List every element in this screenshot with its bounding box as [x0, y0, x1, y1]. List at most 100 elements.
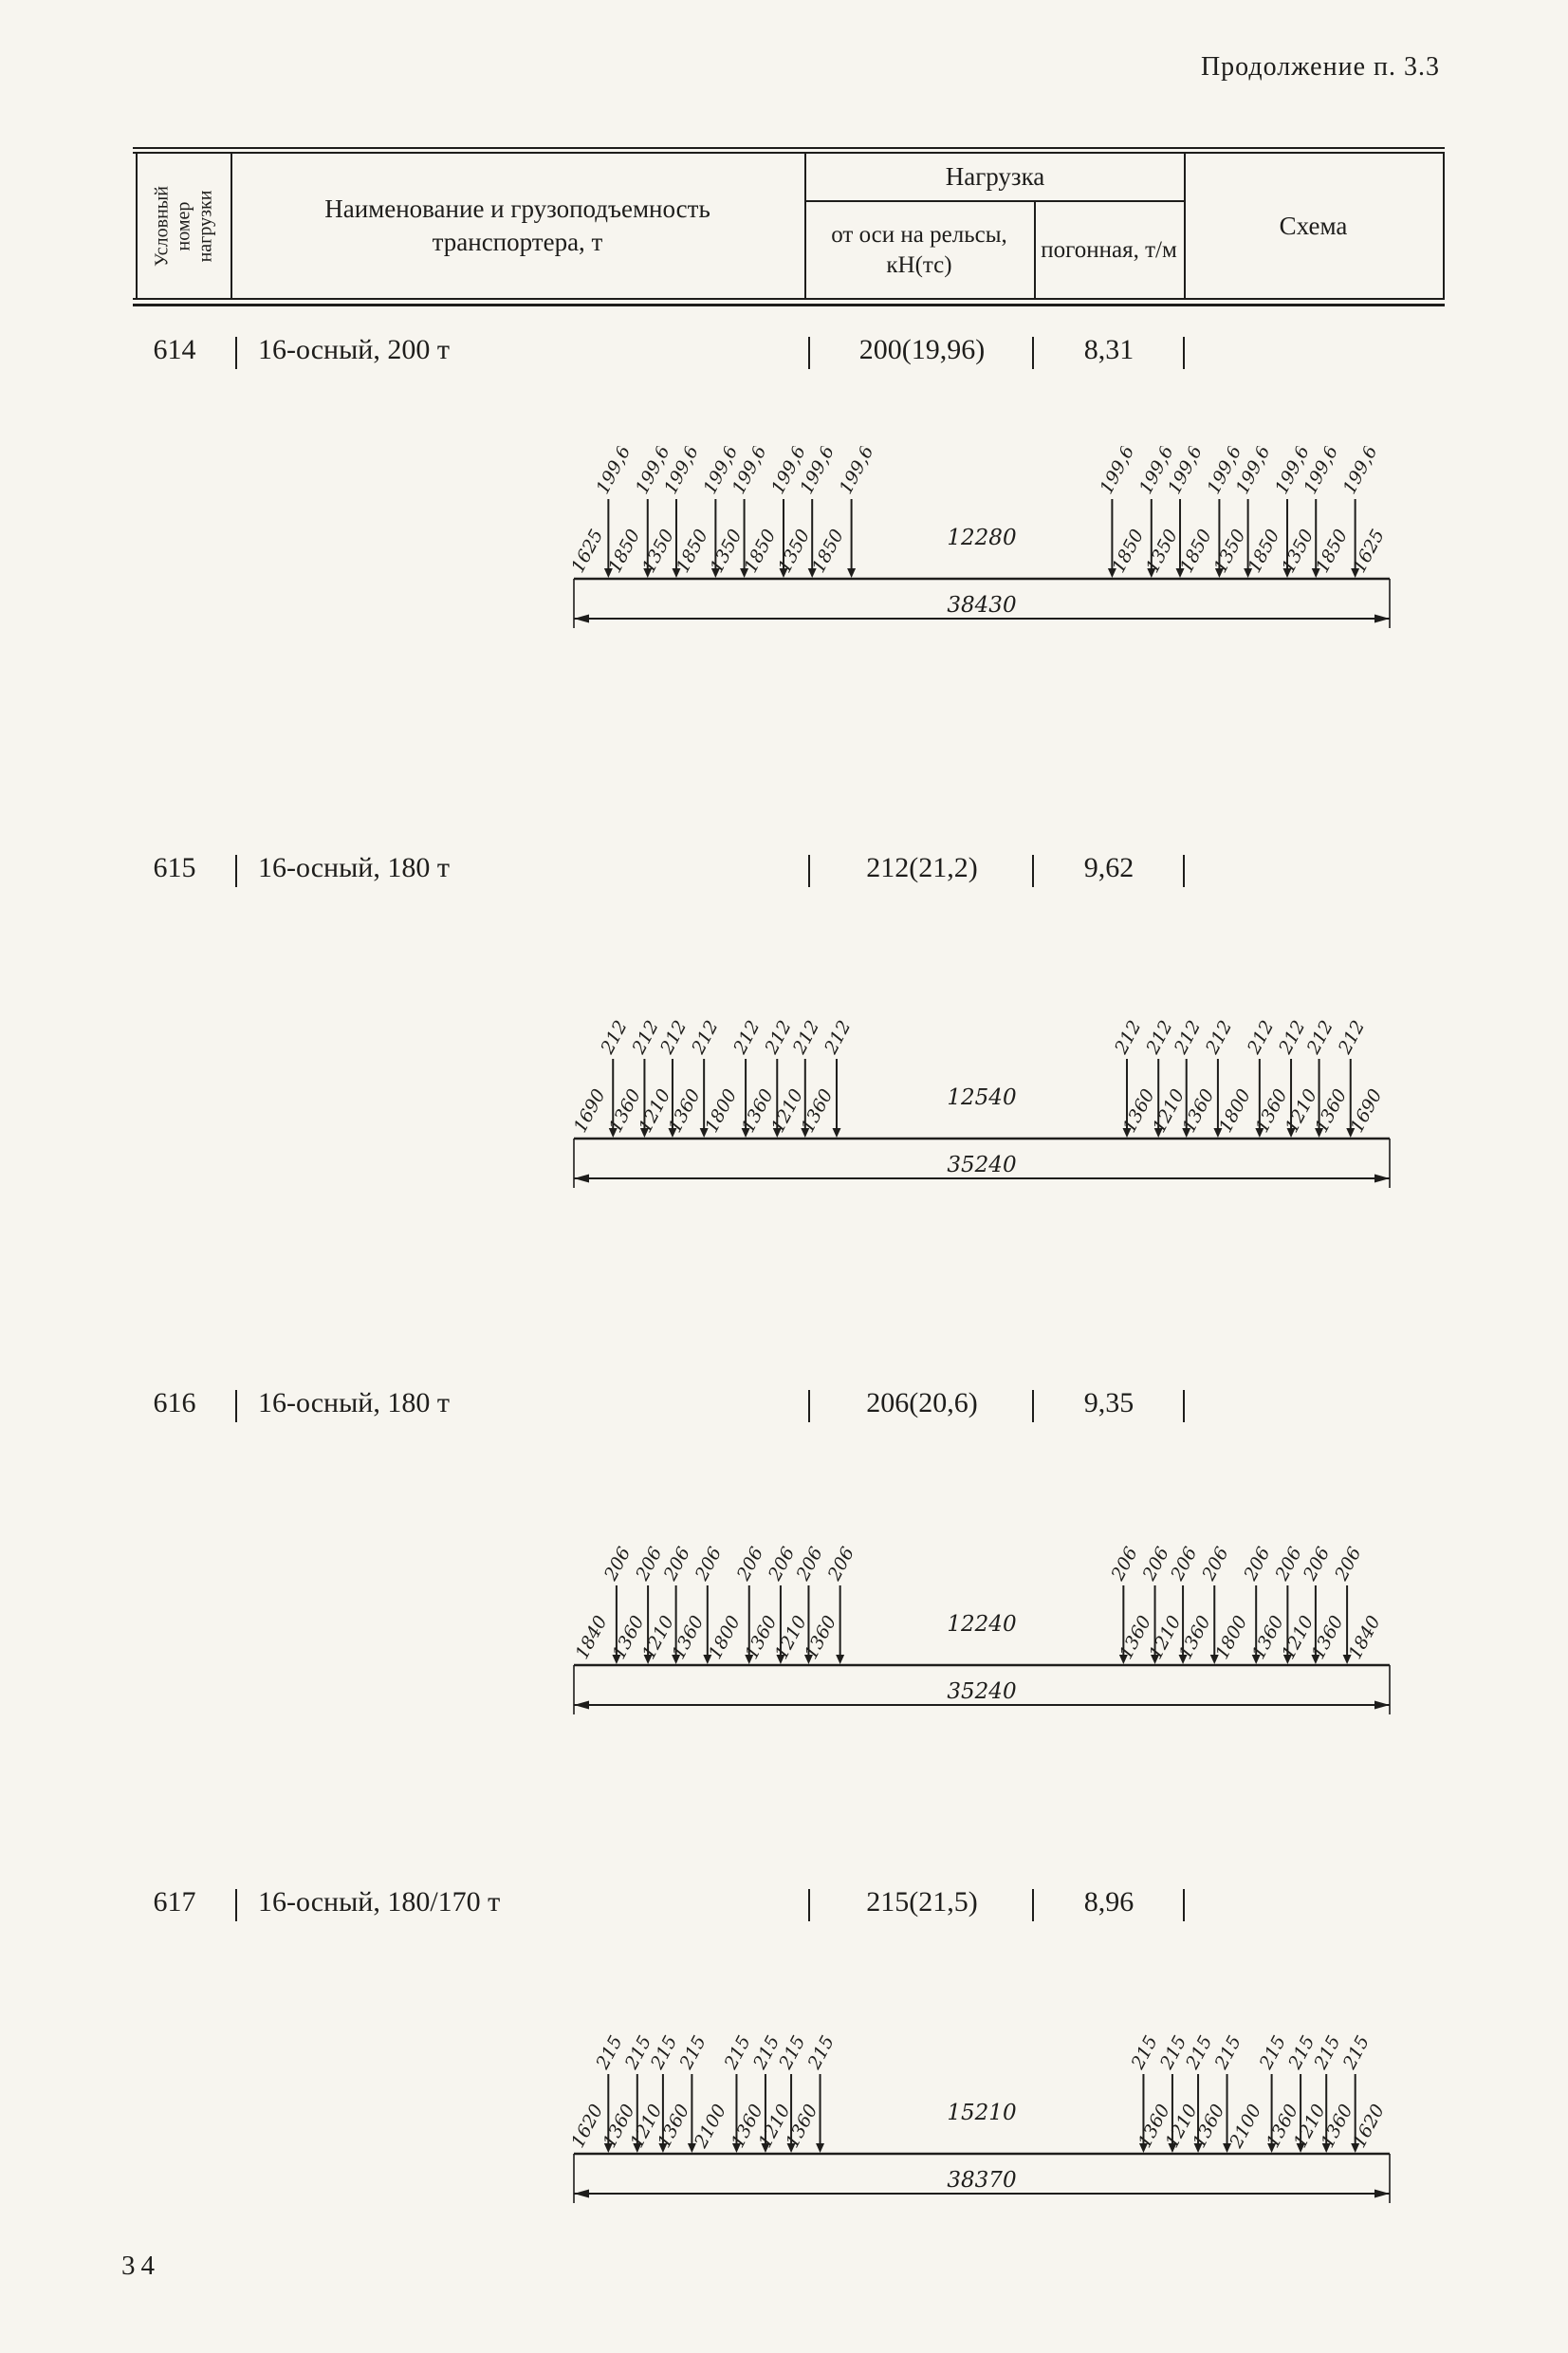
axle-arrowhead	[1255, 1128, 1264, 1138]
axle-spacing-label: 1690	[570, 1085, 610, 1136]
subcolumn-border	[1034, 202, 1036, 298]
column-divider	[235, 855, 237, 887]
axle-load-label: 206	[1107, 1544, 1142, 1584]
axle-arrowhead	[633, 2143, 642, 2153]
axle-load-label: 206	[732, 1544, 767, 1584]
axle-load-label: 199,6	[1339, 446, 1382, 497]
column-divider	[808, 855, 810, 887]
row-name: 16-осный, 200 т	[258, 334, 450, 365]
dimension-arrow-right	[1374, 1174, 1390, 1183]
total-length-label: 35240	[947, 1679, 1016, 1704]
axle-spacing-label: 1800	[701, 1085, 741, 1136]
axle-load-label: 215	[675, 2032, 710, 2073]
axle-load-label: 206	[764, 1544, 799, 1584]
axle-load-label: 206	[823, 1544, 858, 1584]
axle-load-label: 212	[1201, 1017, 1236, 1058]
axle-spacing-label: 1850	[1312, 526, 1352, 576]
table-row-text: 614 16-осный, 200 т 200(19,96) 8,31	[0, 334, 1568, 374]
load-scheme-svg: 199,6199,6199,6199,6199,6199,6199,6199,6…	[567, 442, 1391, 628]
axle-arrowhead	[1213, 1128, 1223, 1138]
header-col-schema: Схема	[1279, 211, 1348, 240]
axle-spacing-label: 2100	[690, 2101, 730, 2152]
axle-load-label: 206	[1331, 1544, 1366, 1584]
column-divider	[808, 1889, 810, 1921]
axle-load-label: 212	[788, 1017, 823, 1058]
axle-load-label: 215	[1284, 2032, 1319, 2073]
axle-arrowhead	[1122, 1128, 1132, 1138]
axle-arrowhead	[1147, 568, 1156, 578]
axle-arrowhead	[731, 2143, 741, 2153]
axle-load-label: 206	[1138, 1544, 1173, 1584]
axle-spacing-label: 1850	[808, 526, 848, 576]
row-linear-load: 8,96	[1083, 1886, 1134, 1918]
axle-arrowhead	[1315, 1128, 1324, 1138]
column-divider	[235, 1390, 237, 1422]
axle-spacing-label: 1360	[668, 1612, 708, 1662]
row-axle-load: 206(20,6)	[866, 1387, 978, 1418]
table-row: 617 16-осный, 180/170 т 215(21,5) 8,96 2…	[0, 1886, 1568, 2285]
column-divider	[1032, 855, 1034, 887]
axle-arrowhead	[687, 2143, 696, 2153]
axle-spacing-label: 1850	[1176, 526, 1216, 576]
axle-load-label: 212	[1142, 1017, 1177, 1058]
continuation-note: Продолжение п. 3.3	[1200, 52, 1440, 82]
axle-spacing-label: 1360	[1175, 1612, 1215, 1662]
axle-load-label: 212	[628, 1017, 663, 1058]
axle-load-label: 215	[592, 2032, 627, 2073]
axle-arrowhead	[801, 1128, 810, 1138]
table-row-text: 616 16-осный, 180 т 206(20,6) 9,35	[0, 1387, 1568, 1427]
header-col-axle-load: от оси на рельсы, кН(тс)	[831, 222, 1007, 278]
axle-arrowhead	[741, 1128, 750, 1138]
axle-arrowhead	[836, 1655, 845, 1664]
axle-arrowhead	[1346, 1128, 1356, 1138]
axle-arrowhead	[1107, 568, 1116, 578]
axle-arrowhead	[1209, 1655, 1219, 1664]
axle-load-label: 215	[1255, 2032, 1290, 2073]
axle-load-label: 215	[646, 2032, 681, 2073]
row-axle-load: 212(21,2)	[866, 852, 978, 883]
row-number: 615	[153, 852, 196, 883]
axle-arrowhead	[803, 1655, 813, 1664]
axle-arrowhead	[1214, 568, 1224, 578]
axle-load-label: 212	[1334, 1017, 1369, 1058]
row-linear-load: 9,35	[1083, 1387, 1134, 1418]
column-divider	[1183, 1390, 1185, 1422]
axle-load-label: 212	[1302, 1017, 1337, 1058]
axle-spacing-label: 1850	[604, 526, 644, 576]
axle-arrowhead	[1223, 2143, 1232, 2153]
axle-arrowhead	[1151, 1655, 1160, 1664]
axle-spacing-label: 1850	[1108, 526, 1148, 576]
axle-arrowhead	[1342, 1655, 1352, 1664]
axle-arrowhead	[832, 1128, 841, 1138]
header-top-rule	[133, 152, 1445, 154]
axle-arrowhead	[608, 1128, 618, 1138]
center-gap-label: 15210	[947, 2101, 1016, 2125]
axle-spacing-label: 1690	[1346, 1085, 1386, 1136]
column-divider	[1183, 855, 1185, 887]
axle-load-label: 215	[1127, 2032, 1162, 2073]
axle-load-label: 206	[691, 1544, 726, 1584]
total-length-label: 38370	[947, 2168, 1016, 2193]
axle-load-label: 215	[803, 2032, 839, 2073]
total-length-label: 38430	[947, 593, 1016, 618]
axle-arrowhead	[1321, 2143, 1331, 2153]
column-border	[231, 154, 232, 298]
axle-arrowhead	[1175, 568, 1185, 578]
axle-load-label: 215	[1155, 2032, 1190, 2073]
column-divider	[1032, 337, 1034, 369]
axle-spacing-label: 1850	[740, 526, 780, 576]
axle-arrowhead	[603, 568, 613, 578]
column-divider	[235, 337, 237, 369]
column-divider	[1032, 1390, 1034, 1422]
axle-arrowhead	[1244, 568, 1253, 578]
axle-load-label: 206	[659, 1544, 694, 1584]
axle-arrowhead	[639, 1128, 649, 1138]
row-name: 16-осный, 180 т	[258, 852, 450, 883]
column-border	[136, 154, 138, 298]
axle-arrowhead	[603, 2143, 613, 2153]
